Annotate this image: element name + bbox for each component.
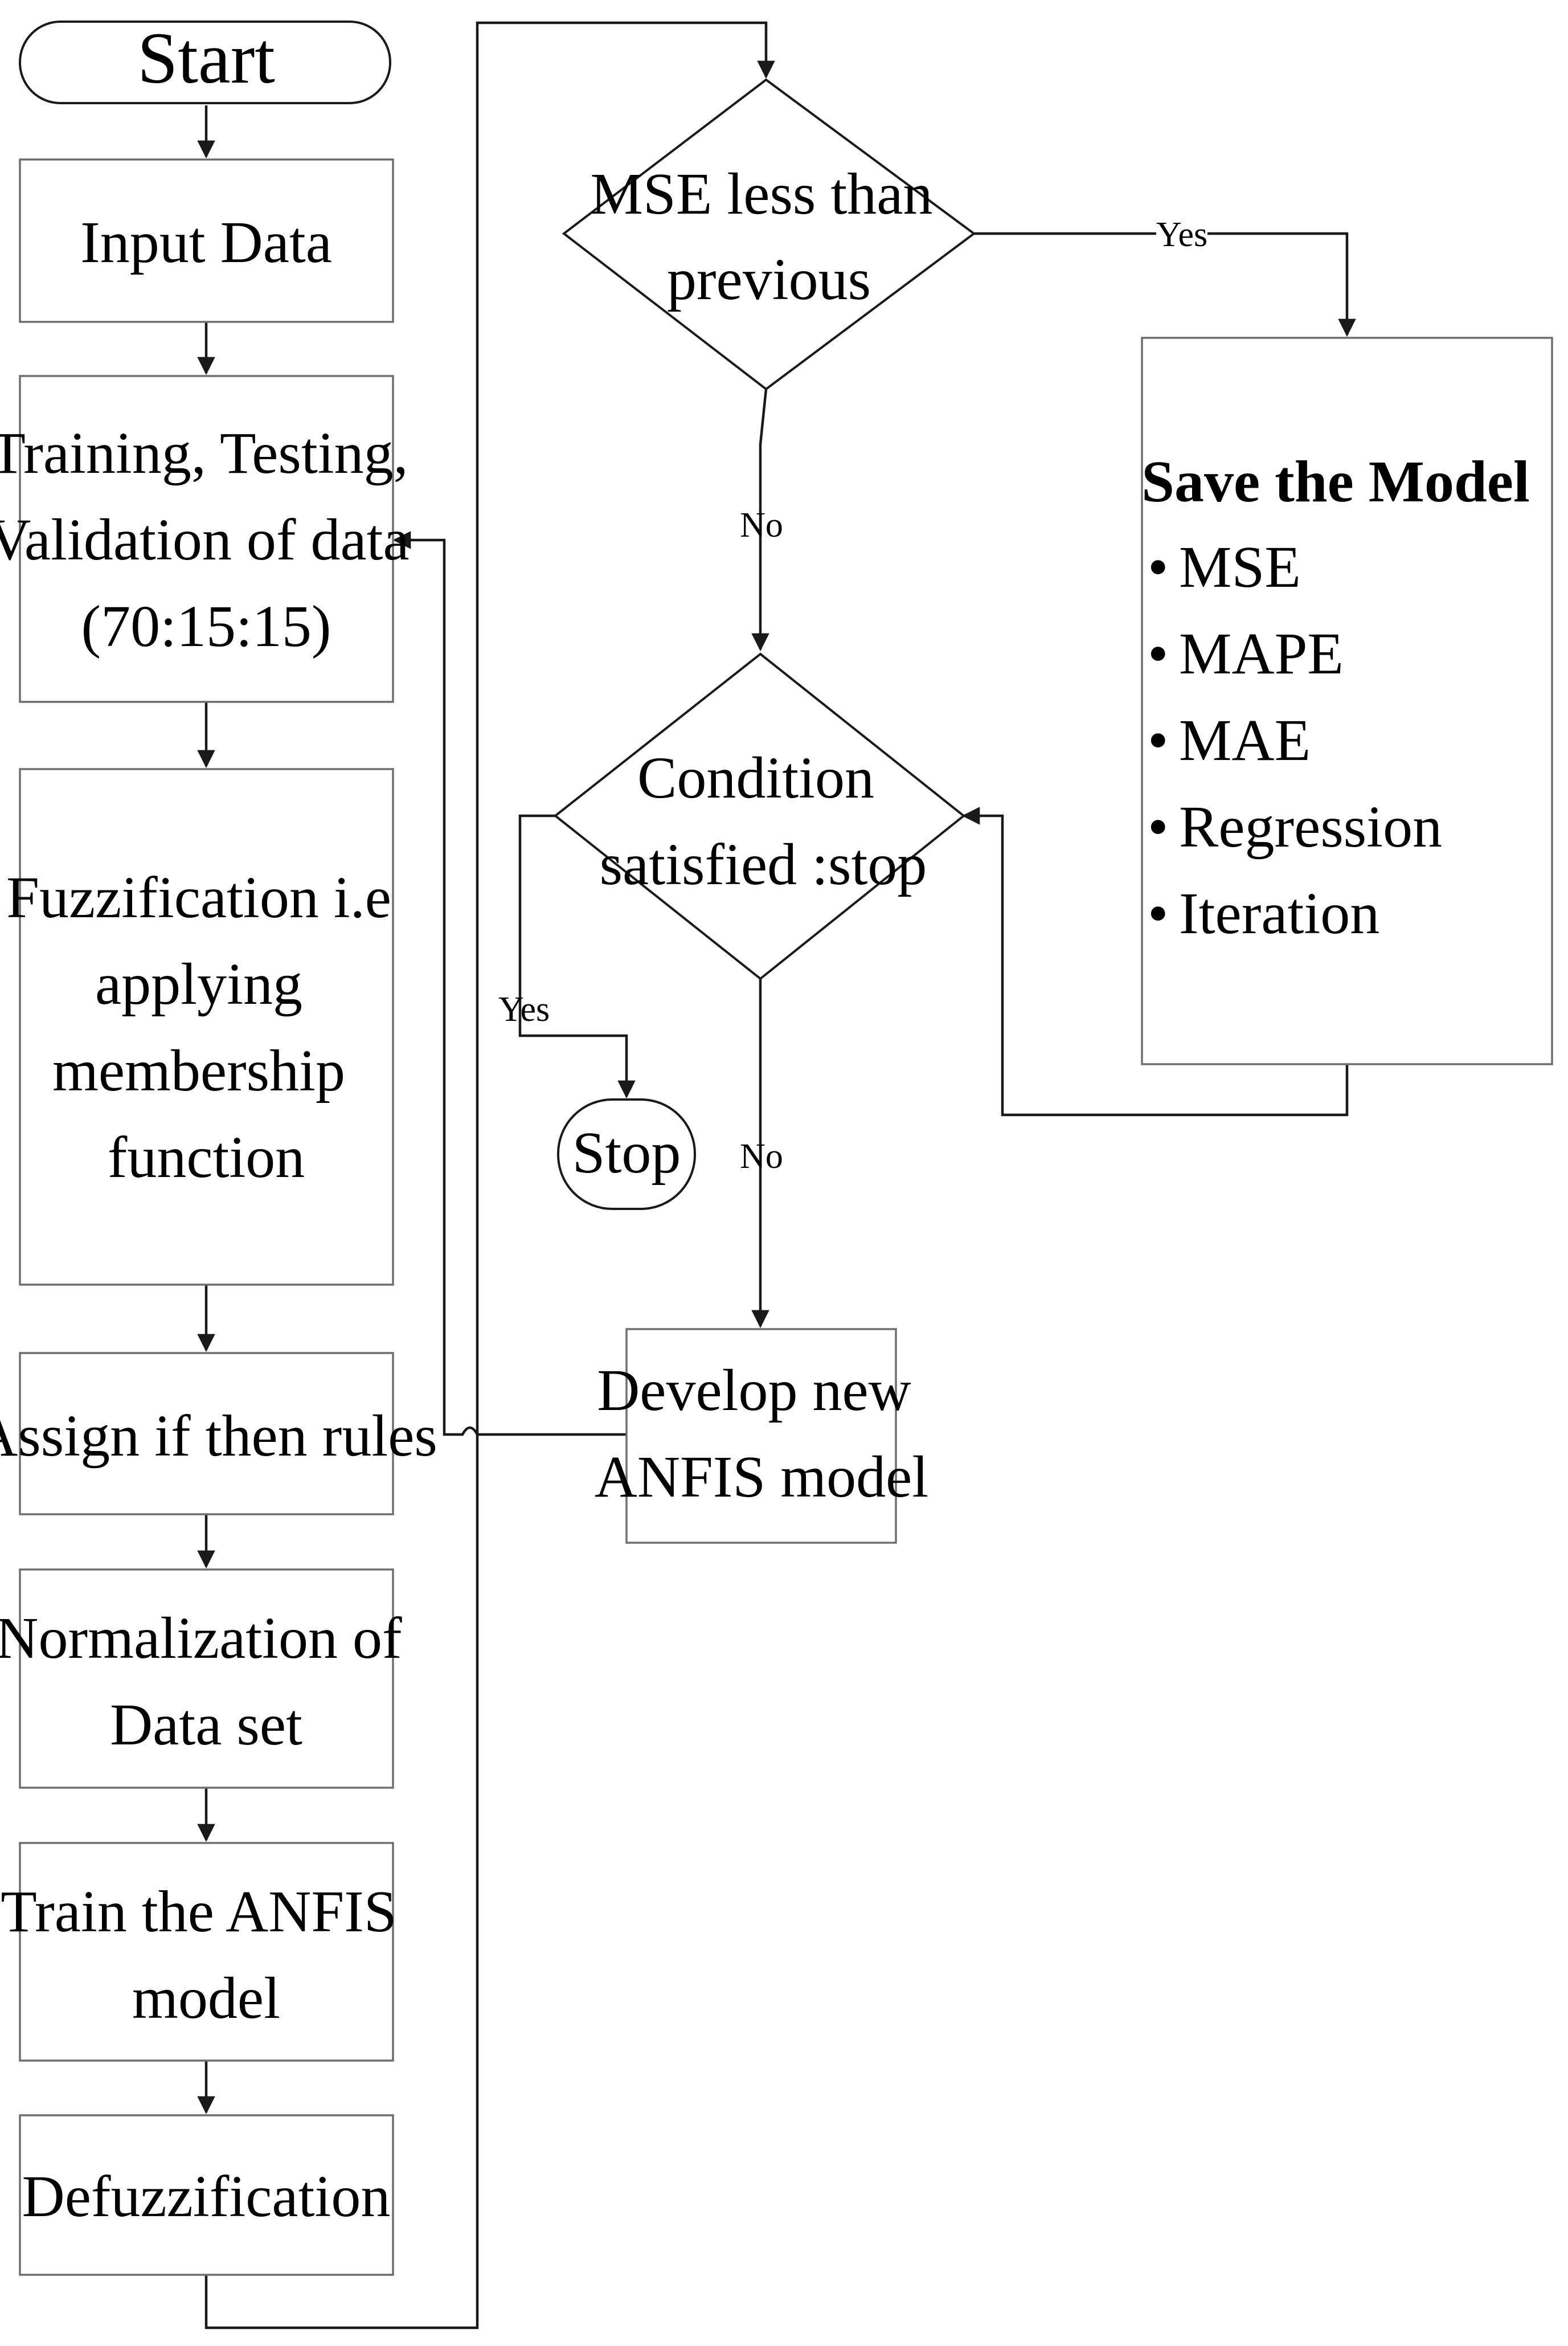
label-no-mse: No bbox=[740, 506, 783, 545]
arrow-save-to-condition bbox=[961, 807, 1349, 1117]
condition-line-1: satisfied :stop bbox=[600, 832, 927, 897]
mse-line-1: previous bbox=[667, 247, 871, 312]
save-model-list: • MSE • MAPE • MAE • Regression • Iterat… bbox=[1148, 534, 1442, 946]
stop-label: Stop bbox=[572, 1120, 681, 1186]
save-item-mse: MSE bbox=[1179, 534, 1301, 600]
bullet-icon: • bbox=[1148, 881, 1168, 946]
develop-line-1: ANFIS model bbox=[595, 1444, 928, 1510]
arrow-defuzzify-to-mse bbox=[204, 21, 775, 2329]
fuzzify-line-0: Fuzzification i.e bbox=[6, 865, 391, 930]
save-item-iteration: Iteration bbox=[1179, 881, 1379, 946]
train-line-1: model bbox=[132, 1965, 280, 2031]
arrow-mse-no-to-condition bbox=[751, 389, 769, 652]
save-model-box: Save the Model • MSE • MAPE • MAE • Regr… bbox=[1141, 337, 1553, 1065]
condition-line-0: Condition bbox=[637, 745, 874, 811]
svg-text:Input Data: Input Data bbox=[80, 210, 332, 275]
fuzzify-line-1: applying bbox=[95, 951, 302, 1017]
process-data-split: Training, Testing, Validation of data (7… bbox=[0, 375, 424, 703]
develop-line-0: Develop new bbox=[597, 1358, 911, 1423]
bullet-icon: • bbox=[1148, 621, 1168, 686]
start-terminal: Start bbox=[19, 18, 391, 104]
process-normalization: Normalization of Data set bbox=[0, 1568, 417, 1789]
svg-text:Train the ANFIS model: Train the ANFIS model bbox=[1, 1879, 411, 2031]
save-model-title: Save the Model bbox=[1141, 449, 1530, 514]
split-line-0: Training, Testing, bbox=[0, 420, 408, 486]
bullet-icon: • bbox=[1148, 534, 1168, 600]
process-input-data: Input Data bbox=[19, 158, 394, 323]
label-no-condition: No bbox=[740, 1137, 783, 1176]
process-if-then-rules: Assign if then rules bbox=[0, 1352, 437, 1515]
split-line-1: Validation of data bbox=[0, 507, 410, 573]
normalize-line-1: Data set bbox=[110, 1692, 302, 1758]
bullet-icon: • bbox=[1148, 794, 1168, 860]
start-label: Start bbox=[137, 18, 275, 99]
fuzzify-line-2: membership bbox=[52, 1038, 345, 1103]
mse-line-0: MSE less than bbox=[591, 161, 933, 227]
stop-terminal: Stop bbox=[557, 1098, 696, 1210]
svg-text:Defuzzification: Defuzzification bbox=[22, 2164, 391, 2229]
save-item-regression: Regression bbox=[1179, 794, 1442, 860]
label-yes-condition: Yes bbox=[498, 990, 550, 1029]
svg-text:Training, Testing, Valid: Training, Testing, Validation of data (7… bbox=[0, 420, 424, 659]
edge-labels: Yes No Yes No bbox=[498, 215, 1207, 1176]
save-item-mape: MAPE bbox=[1179, 621, 1344, 686]
arrow-mse-yes-to-save bbox=[974, 232, 1356, 337]
fuzzify-line-3: function bbox=[108, 1125, 305, 1190]
svg-text:Fuzzification i.e applyi: Fuzzification i.e applying membership fu… bbox=[6, 865, 406, 1190]
process-fuzzification: Fuzzification i.e applying membership fu… bbox=[6, 768, 406, 1286]
rules-line-0: Assign if then rules bbox=[0, 1403, 437, 1469]
decision-condition-satisfied: Condition satisfied :stop bbox=[553, 652, 966, 980]
split-line-2: (70:15:15) bbox=[81, 594, 331, 659]
svg-text:Condition satisfied :sto: Condition satisfied :stop bbox=[600, 745, 927, 897]
svg-text:Develop new ANFIS model: Develop new ANFIS model bbox=[595, 1358, 928, 1510]
input-line-0: Input Data bbox=[80, 210, 332, 275]
train-line-0: Train the ANFIS bbox=[1, 1879, 396, 1944]
decision-mse-less-than-previous: MSE less than previous bbox=[562, 78, 976, 391]
save-item-mae: MAE bbox=[1179, 708, 1311, 773]
bullet-icon: • bbox=[1148, 708, 1168, 773]
normalize-line-0: Normalization of bbox=[0, 1605, 402, 1671]
defuzzify-line-0: Defuzzification bbox=[22, 2164, 391, 2229]
process-train-anfis: Train the ANFIS model bbox=[1, 1842, 411, 2062]
svg-text:Normalization of Data se: Normalization of Data set bbox=[0, 1605, 417, 1758]
process-defuzzification: Defuzzification bbox=[19, 2114, 394, 2276]
svg-text:Assign if then rules: Assign if then rules bbox=[0, 1403, 437, 1469]
process-develop-new-model: Develop new ANFIS model bbox=[595, 1328, 928, 1544]
svg-text:MSE less than previous: MSE less than previous bbox=[591, 161, 948, 312]
connectors bbox=[197, 21, 1356, 2329]
arrow-condition-yes-to-stop bbox=[518, 814, 636, 1099]
label-yes-mse: Yes bbox=[1156, 215, 1207, 254]
arrow-develop-to-split bbox=[392, 531, 627, 1436]
